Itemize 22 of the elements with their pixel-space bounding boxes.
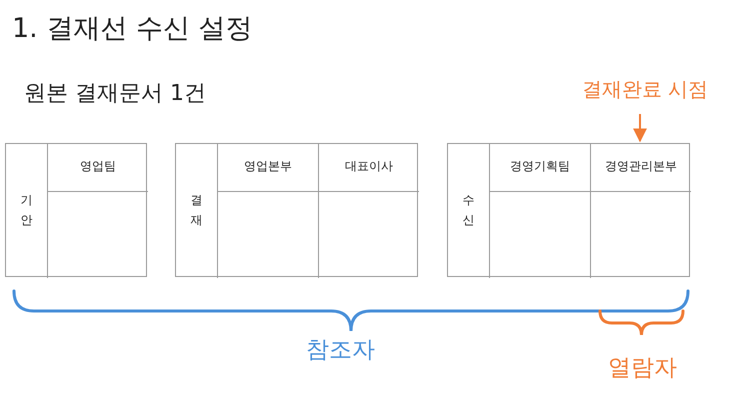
column-heading: 영업본부	[243, 158, 293, 175]
title: 1. 결재선 수신 설정	[12, 12, 253, 46]
approval-table	[447, 143, 690, 277]
row-heading: 기안	[20, 192, 34, 229]
approval-column	[217, 144, 318, 278]
column-heading: 영업팀	[79, 158, 117, 175]
approval-column	[590, 144, 691, 278]
subtitle: 원본 결재문서 1건	[24, 80, 206, 108]
approval-table	[5, 143, 147, 277]
column-heading: 대표이사	[344, 158, 394, 175]
row-heading: 수신	[462, 192, 476, 229]
arrow	[633, 114, 647, 142]
row-heading: 결재	[190, 192, 204, 229]
brace-label: 참조자	[306, 336, 375, 365]
note-text: 결재완료 시점	[560, 76, 730, 108]
approval-column	[318, 144, 419, 278]
column-heading: 경영기획팀	[509, 158, 571, 175]
brace-label: 열람자	[608, 354, 677, 383]
approval-column	[47, 144, 148, 278]
approval-table	[175, 143, 418, 277]
column-heading: 경영관리본부	[604, 158, 678, 175]
approval-column	[489, 144, 590, 278]
